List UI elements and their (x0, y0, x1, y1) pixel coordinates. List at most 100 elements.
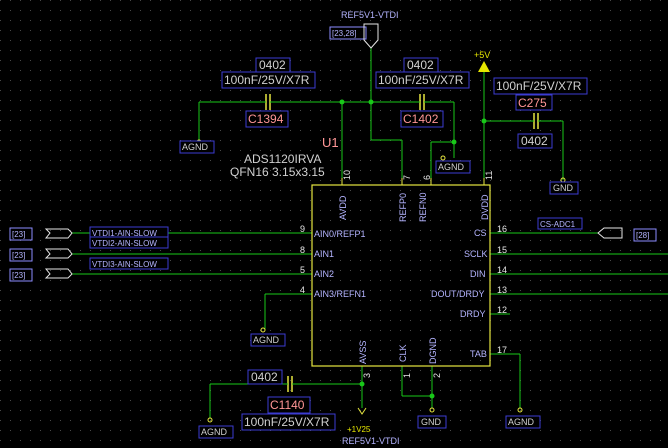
power-arrow-icon (478, 61, 490, 72)
pin-num: 13 (497, 285, 507, 295)
capacitor-c1140[interactable]: 0402 C1140 100nF/25V/X7R (241, 369, 336, 431)
pin-name: CS (474, 228, 487, 238)
pin-num: 1 (402, 373, 412, 378)
label-box (247, 369, 283, 385)
wires (72, 48, 668, 418)
chip-package: QFN16 3.15x3.15 (230, 165, 325, 179)
ref-port-top[interactable]: REF5V1-VTDI [23,28] (329, 10, 399, 49)
pin-name: AIN0/REFP1 (314, 229, 366, 239)
port-arrow-icon (357, 407, 367, 415)
label-box (537, 217, 583, 230)
ref-top-net: REF5V1-VTDI (341, 10, 399, 20)
pin-name: DVDD (480, 194, 490, 220)
offpage-connector-icon (597, 227, 623, 239)
capacitor-c1394[interactable]: 0402 100nF/25V/X7R C1394 (221, 57, 316, 128)
agnd-c1394[interactable]: AGND (179, 139, 215, 154)
pin-num: 7 (402, 175, 412, 180)
ref-port-bottom[interactable]: +1V25 REF5V1-VTDI (342, 407, 400, 446)
pin-name: AVDD (338, 195, 348, 220)
agnd-ain3[interactable]: AGND (250, 327, 286, 347)
pin-num: 17 (497, 345, 507, 355)
net-ain3[interactable]: [23] VTDI3-AIN-SLOW (9, 257, 169, 282)
capacitor-c275[interactable]: 100nF/25V/X7R C275 0402 (493, 77, 588, 149)
pin-name: DGND (428, 337, 438, 364)
pin-name: TAB (470, 349, 487, 359)
ref-bottom-net: REF5V1-VTDI (342, 436, 400, 446)
label-box (633, 228, 657, 242)
label-box (9, 227, 33, 241)
label-box (435, 160, 471, 174)
label-box (417, 415, 447, 429)
net-cs[interactable]: CS-ADC1 [28] (537, 217, 657, 242)
pin-num: 16 (497, 224, 507, 234)
pin-name: AIN2 (314, 269, 334, 279)
cap-package: 0402 (407, 58, 434, 72)
cap-value: 100nF/25V/X7R (378, 73, 464, 87)
label-box (9, 248, 33, 262)
junctions (339, 99, 487, 399)
gnd-label: GND (553, 183, 574, 193)
cap-refdes: C1402 (403, 112, 439, 126)
capacitor-c1402[interactable]: 0402 100nF/25V/X7R C1402 (375, 57, 470, 128)
net-ain2[interactable]: [23] VTDI2-AIN-SLOW (9, 236, 169, 262)
pin-name: SCLK (464, 249, 488, 259)
net-label: VTDI2-AIN-SLOW (92, 239, 157, 248)
cap-value: 100nF/25V/X7R (244, 415, 330, 429)
power-5v[interactable]: +5V (474, 50, 490, 72)
ground-icon (260, 327, 266, 333)
pin-name: DOUT/DRDY (431, 289, 485, 299)
chip-pin-stubs (341, 178, 485, 185)
agnd-label: AGND (253, 335, 280, 345)
cap-package: 0402 (259, 58, 286, 72)
offpage-connector-icon (44, 268, 73, 279)
pin-num: 11 (484, 171, 494, 180)
cap-value: 100nF/25V/X7R (224, 73, 310, 87)
label-box (89, 257, 169, 270)
gnd-c275[interactable]: GND (549, 177, 579, 195)
pin-num: 4 (300, 285, 305, 295)
cap-refdes: C1394 (248, 112, 284, 126)
power-5v-label: +5V (474, 50, 490, 60)
pin-name: CLK (398, 344, 408, 362)
chip-body[interactable] (311, 184, 491, 367)
ground-icon (207, 417, 213, 423)
cap-refdes: C1140 (270, 398, 305, 412)
label-box (517, 133, 553, 149)
cap-package: 0402 (251, 370, 278, 384)
agnd-tab[interactable]: AGND (505, 407, 541, 429)
label-box (400, 110, 444, 128)
label-box (505, 415, 541, 429)
agnd-label: AGND (201, 427, 228, 437)
label-box (89, 236, 169, 249)
label-box (198, 425, 234, 439)
gnd-dgnd[interactable]: GND (417, 407, 447, 429)
net-label: CS-ADC1 (540, 220, 576, 229)
net-ref: [23] (12, 230, 25, 239)
label-box (245, 110, 289, 128)
net-ref: [28] (636, 231, 649, 240)
label-box (250, 333, 286, 347)
pin-num: 5 (300, 265, 305, 275)
agnd-c1140[interactable]: AGND (198, 417, 234, 439)
net-ain1[interactable]: [23] VTDI1-AIN-SLOW (9, 226, 169, 241)
pin-name: AIN1 (314, 249, 334, 259)
cap-refdes: C275 (518, 96, 547, 110)
pin-name: DRDY (460, 309, 486, 319)
label-box (329, 26, 367, 40)
label-box (241, 413, 336, 431)
chip-refdes: U1 (322, 135, 339, 150)
cap-value: 100nF/25V/X7R (496, 79, 582, 93)
agnd-label: AGND (182, 142, 209, 152)
label-box (179, 140, 215, 154)
pin-name: DIN (470, 269, 486, 279)
agnd-label: AGND (438, 162, 465, 172)
ref-top-ref: [23,28] (332, 29, 356, 38)
pin-num: 10 (342, 170, 352, 180)
agnd-refn0[interactable]: AGND (435, 155, 471, 174)
cap-package: 0402 (521, 134, 548, 148)
label-box (267, 396, 311, 414)
ground-icon (517, 407, 523, 413)
offpage-connector-icon (44, 228, 73, 239)
pin-name: REFN0 (418, 192, 428, 222)
